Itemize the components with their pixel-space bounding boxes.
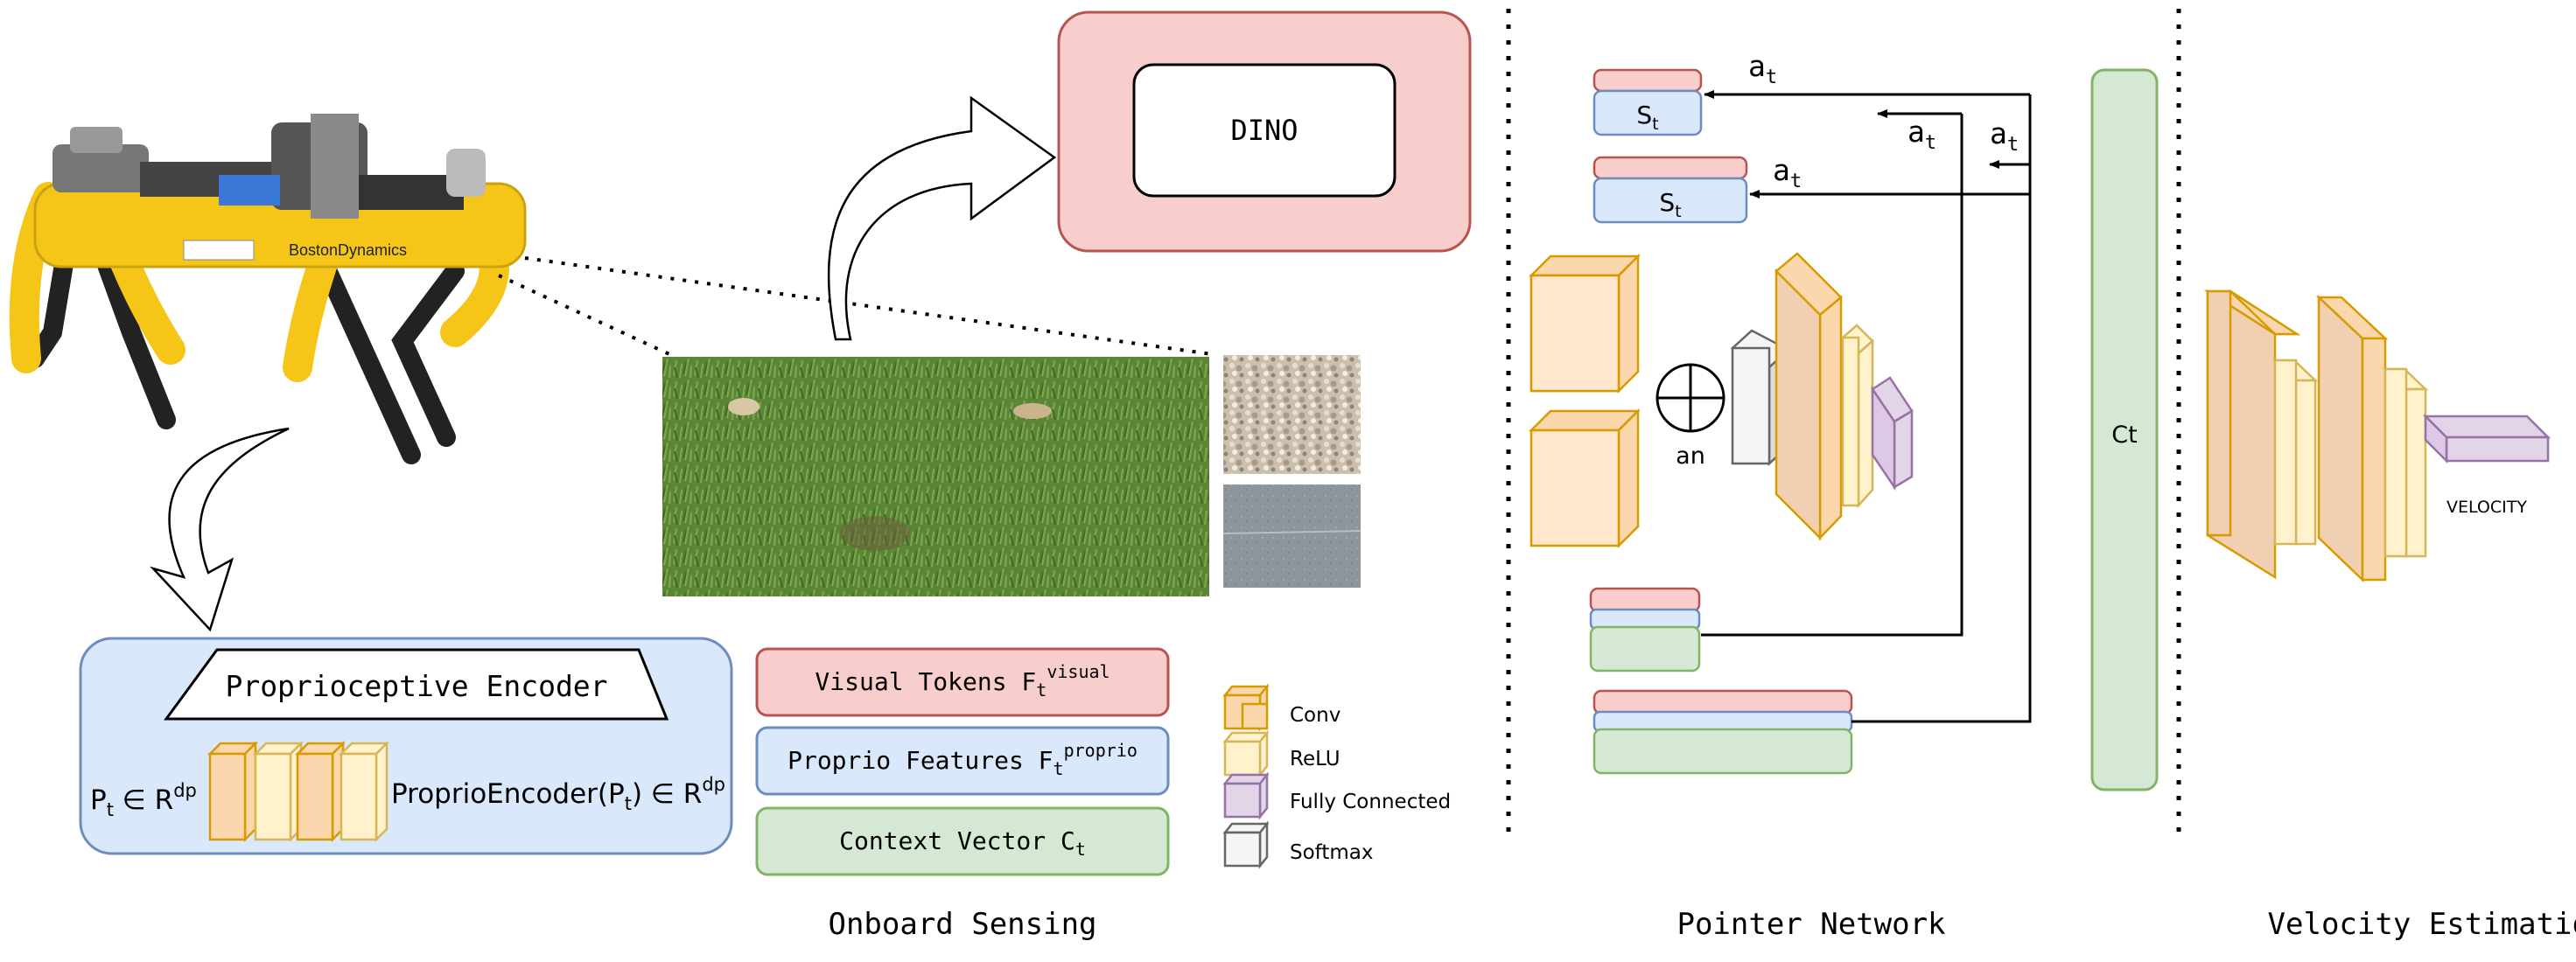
encoder-relu-block-2 <box>338 740 390 843</box>
state-2-label: St <box>1659 188 1681 221</box>
robot-image: BostonDynamics <box>9 114 527 464</box>
state-1-label: St <box>1636 101 1658 134</box>
action-label-4: at <box>1990 116 2019 156</box>
velocity-relu-layer-2 <box>2382 367 2429 558</box>
dino-label: DINO <box>1230 114 1298 147</box>
feature-stack-2 <box>1592 728 1853 775</box>
pointer-conv-cube-1 <box>1528 253 1642 394</box>
action-label-3: at <box>1908 115 1936 154</box>
an-label: an <box>1676 443 1705 470</box>
visual-tokens-box <box>755 647 1170 717</box>
section-title-pointer-network: Pointer Network <box>1676 907 1945 942</box>
legend-conv-label: Conv <box>1290 704 1340 727</box>
context-column <box>2090 68 2159 791</box>
legend-conv-swatch <box>1222 683 1270 732</box>
pointer-relu-layer <box>1841 324 1874 509</box>
context-vector-box <box>755 806 1170 876</box>
state-box-1 <box>1592 89 1703 136</box>
state-box-2 <box>1592 177 1748 224</box>
pointer-conv-cube-2 <box>1528 408 1642 549</box>
legend-fc-label: Fully Connected <box>1290 791 1451 813</box>
velocity-relu-layer-1 <box>2272 359 2319 546</box>
connector-stack-2 <box>1852 94 2032 723</box>
encoder-relu-block-1 <box>252 740 304 843</box>
proprio-features-label: Proprio Features Ftproprio <box>788 740 1138 779</box>
context-vector-label: Context Vector Ct <box>839 826 1086 860</box>
legend-softmax-swatch <box>1222 820 1270 869</box>
proprio-features-box <box>755 726 1170 796</box>
context-column-label: Ct <box>2111 422 2137 449</box>
encoder-title-trapezoid <box>164 648 669 721</box>
connector-stack-1 <box>1701 114 1964 637</box>
section-title-onboard-sensing: Onboard Sensing <box>828 907 1096 942</box>
legend-relu-label: ReLU <box>1290 748 1340 770</box>
visual-tokens-label: Visual Tokens Ftvisual <box>815 661 1110 701</box>
pointer-conv-layer <box>1774 252 1843 541</box>
gravel-terrain-image <box>1223 355 1361 474</box>
asphalt-terrain-image <box>1223 484 1361 588</box>
legend-softmax-label: Softmax <box>1290 841 1374 864</box>
zoom-line-top <box>524 256 1213 356</box>
encoder-conv-block-1 <box>206 740 259 843</box>
encoder-title: Proprioceptive Encoder <box>225 669 607 703</box>
legend-relu-swatch <box>1222 729 1270 778</box>
velocity-conv-layer-2 <box>2315 295 2389 582</box>
feature-stack-1 <box>1589 625 1701 673</box>
legend-fc-swatch <box>1222 771 1270 820</box>
action-label-1: at <box>1748 49 1777 88</box>
dino-inner-box <box>1132 63 1396 198</box>
encoder-conv-block-2 <box>294 740 346 843</box>
encoder-input-formula: Pt ∈ Rdp <box>90 780 197 820</box>
velocity-conv-layer-1 <box>2203 289 2301 580</box>
velocity-fc-layer <box>2422 413 2552 464</box>
action-label-2: at <box>1773 153 1802 192</box>
image-to-dino-arrow <box>827 95 1057 341</box>
velocity-label: VELOCITY <box>2446 498 2527 517</box>
robot-to-encoder-arrow <box>150 427 290 632</box>
robot-brand-text: BostonDynamics <box>289 241 407 259</box>
zoom-line-bottom <box>498 274 670 356</box>
section-title-velocity-estimation: Velocity Estimation <box>2268 907 2576 942</box>
encoder-output-formula: ProprioEncoder(Pt) ∈ Rdp <box>391 774 725 814</box>
grass-terrain-image <box>662 357 1209 596</box>
pointer-fc-layer <box>1871 376 1914 491</box>
